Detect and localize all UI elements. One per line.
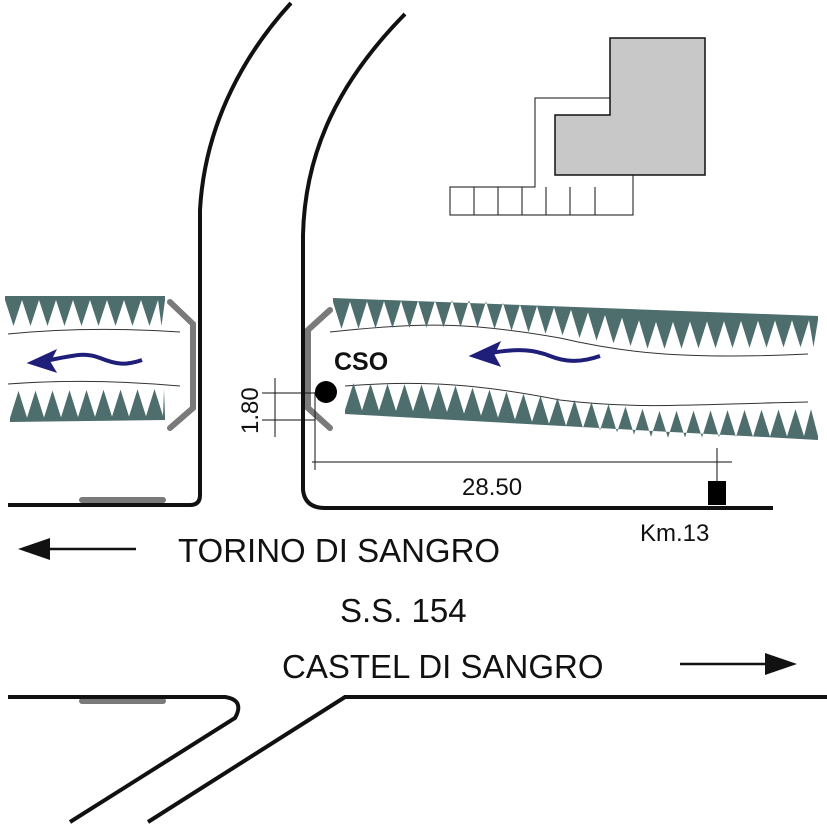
flow-arrow-right bbox=[468, 340, 601, 367]
guardrails bbox=[79, 299, 333, 704]
side-road-left-edge bbox=[8, 1, 293, 507]
building-outline bbox=[449, 97, 634, 216]
right-bank-bottom bbox=[344, 382, 809, 407]
dimension-vertical: 1.80 bbox=[237, 387, 264, 434]
right-bank-top bbox=[329, 324, 809, 357]
direction-left-label: TORINO DI SANGRO bbox=[178, 532, 500, 569]
left-bank-bottom bbox=[7, 380, 181, 387]
building bbox=[449, 37, 706, 216]
vegetation-right-bottom bbox=[345, 383, 818, 440]
side-road bbox=[8, 1, 773, 510]
river-banks bbox=[7, 324, 809, 407]
dimension-lines bbox=[262, 378, 732, 482]
station-label: CSO bbox=[334, 348, 388, 376]
lower-road bbox=[8, 695, 827, 824]
left-bank-top bbox=[7, 328, 181, 335]
parking-stalls bbox=[473, 187, 596, 215]
arrow-right-icon bbox=[680, 653, 797, 675]
arrow-left-icon bbox=[18, 538, 136, 560]
vegetation bbox=[5, 296, 818, 440]
vegetation-left-bottom bbox=[10, 389, 165, 422]
flow-arrow-left bbox=[26, 348, 143, 373]
lower-road-right-edge bbox=[146, 695, 827, 824]
vegetation-right-top bbox=[333, 298, 818, 349]
vegetation-left-top bbox=[5, 296, 165, 326]
guardrail-right-bridge bbox=[305, 307, 333, 431]
road-name: S.S. 154 bbox=[340, 592, 467, 629]
building-main bbox=[554, 37, 706, 176]
direction-right-label: CASTEL DI SANGRO bbox=[282, 648, 604, 685]
km-post-icon bbox=[708, 481, 726, 505]
dimension-horizontal: 28.50 bbox=[462, 474, 522, 501]
lower-road-left-edge bbox=[8, 695, 241, 824]
station-marker bbox=[315, 381, 337, 403]
km-marker: Km.13 bbox=[640, 520, 709, 547]
side-road-right-edge bbox=[301, 12, 773, 510]
guardrail-left-bridge bbox=[167, 299, 196, 431]
flow-arrows bbox=[26, 340, 601, 373]
